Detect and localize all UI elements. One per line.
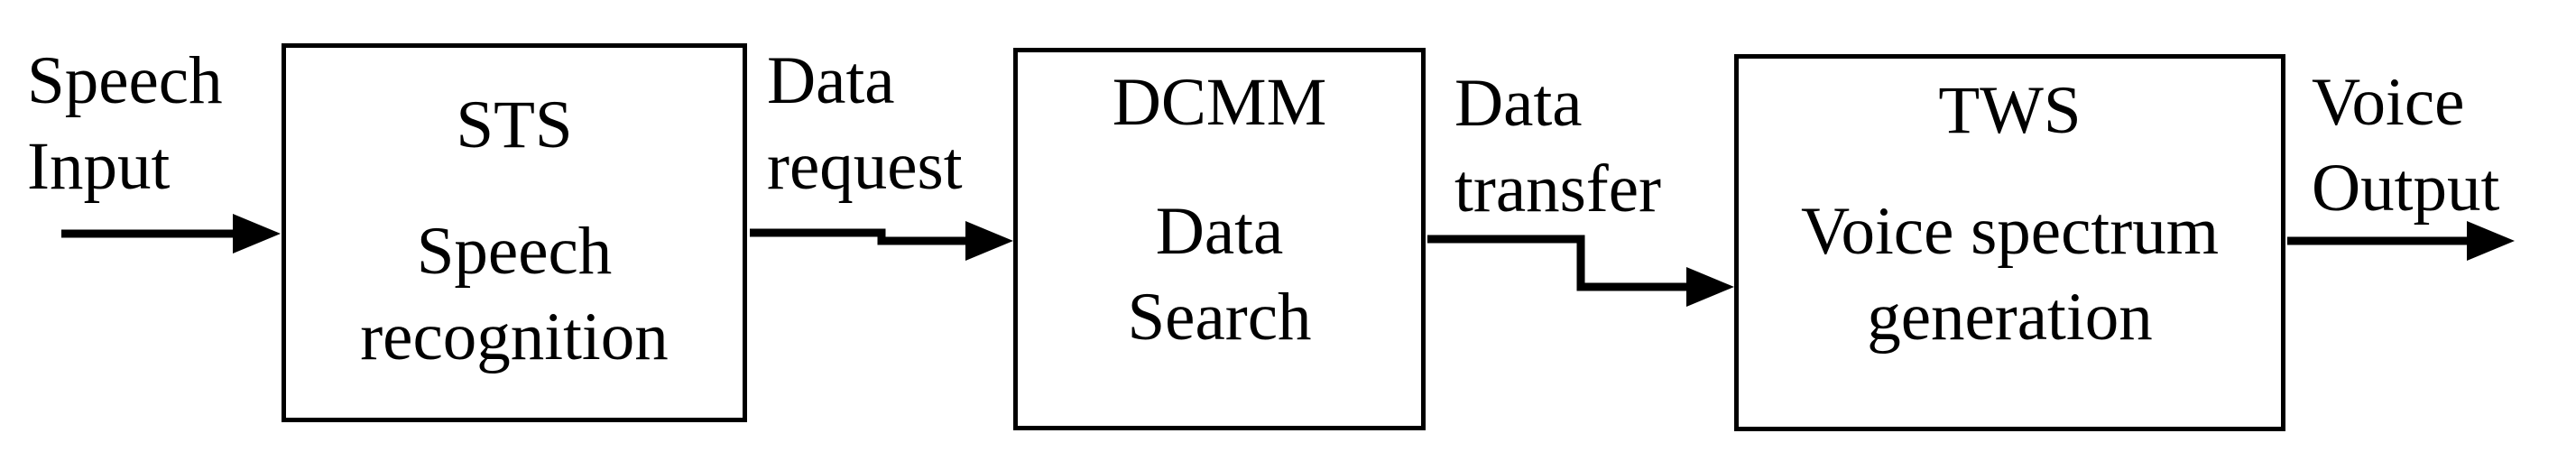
block-sts-title: STS	[456, 88, 573, 162]
label-voice-output: Voice Output	[2312, 65, 2500, 226]
block-dcmm-subtitle: Data Search	[1127, 194, 1312, 355]
block-sts: STS Speech recognition	[282, 43, 747, 422]
block-dcmm-title: DCMM	[1112, 65, 1327, 140]
label-data-transfer: Data transfer	[1454, 66, 1662, 226]
label-data-request: Data request	[767, 43, 963, 204]
block-dcmm: DCMM Data Search	[1013, 48, 1426, 430]
data-request-arrow-icon	[750, 221, 1013, 261]
block-tws: TWS Voice spectrum generation	[1734, 54, 2285, 431]
block-tws-title: TWS	[1938, 73, 2082, 148]
block-tws-subtitle: Voice spectrum generation	[1800, 194, 2220, 355]
label-speech-input: Speech Input	[27, 43, 223, 204]
block-sts-subtitle: Speech recognition	[360, 214, 669, 374]
voice-output-arrow-icon	[2287, 221, 2515, 261]
data-transfer-arrow-icon	[1427, 235, 1734, 307]
speech-input-arrow-icon	[61, 214, 281, 254]
